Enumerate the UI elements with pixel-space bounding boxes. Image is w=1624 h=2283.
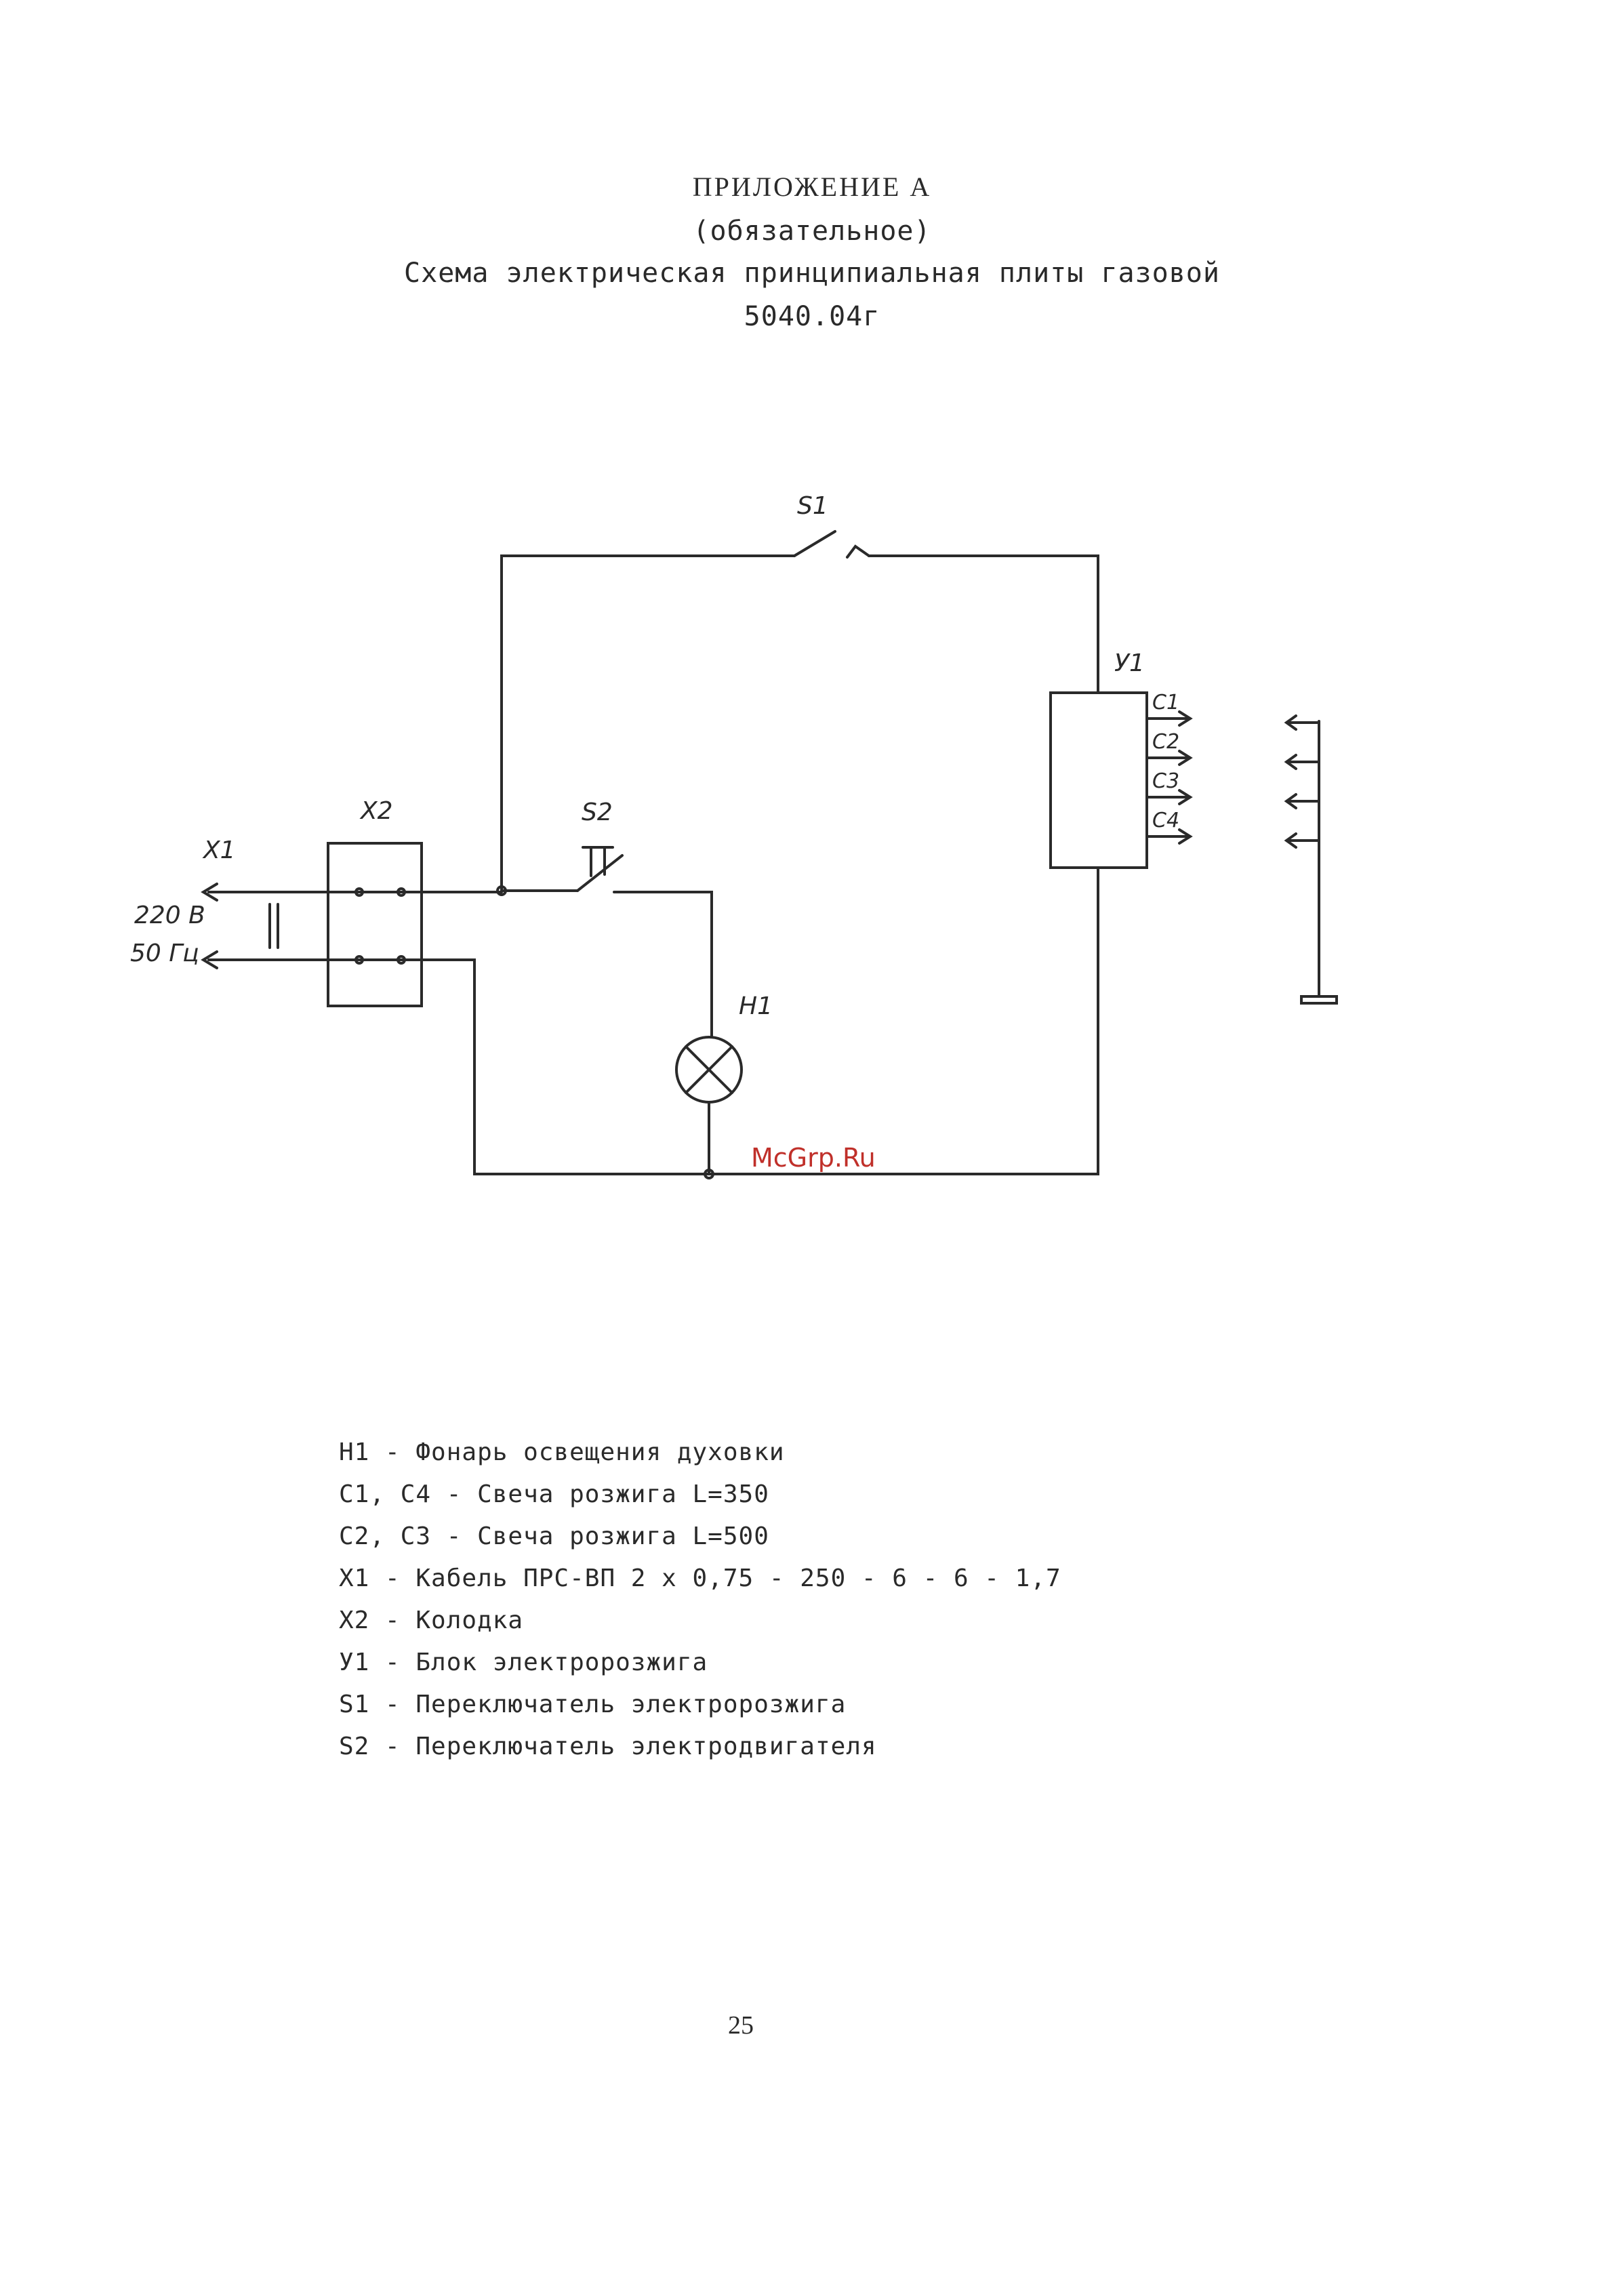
- legend-item: C1, C4 - Свеча розжига L=350: [339, 1480, 769, 1508]
- page-number: 25: [728, 2011, 754, 2040]
- spark-output-c4: [1145, 828, 1193, 845]
- model-number: 5040.04г: [744, 301, 880, 332]
- wire-y1-return: [432, 866, 1099, 1175]
- electrode-4: [1284, 832, 1320, 849]
- label-frequency: 50 Гц: [130, 940, 199, 967]
- switch-s2-button: [582, 846, 614, 877]
- label-x1: X1: [202, 836, 236, 864]
- label-c4: C4: [1152, 809, 1179, 832]
- label-y1: У1: [1114, 649, 1145, 677]
- legend-item: У1 - Блок электророзжига: [339, 1649, 708, 1676]
- electrode-1: [1284, 714, 1320, 731]
- label-c1: C1: [1152, 691, 1179, 714]
- spark-output-c1: [1145, 710, 1193, 727]
- schematic-description: Схема электрическая принципиальная плиты…: [404, 258, 1220, 289]
- label-h1: H1: [739, 992, 773, 1020]
- ignition-block-y1: [1049, 691, 1148, 869]
- label-s1: S1: [797, 492, 828, 520]
- appendix-subtitle: (обязательное): [693, 216, 931, 247]
- label-c3: C3: [1152, 769, 1179, 793]
- legend-item: S1 - Переключатель электророзжига: [339, 1691, 847, 1718]
- legend-item: X2 - Колодка: [339, 1607, 524, 1634]
- electrode-2: [1284, 754, 1320, 770]
- legend-item: H1 - Фонарь освещения духовки: [339, 1438, 785, 1466]
- junction-bottom: [704, 1169, 714, 1179]
- watermark: McGrp.Ru: [751, 1143, 876, 1173]
- spark-output-c2: [1145, 750, 1193, 766]
- label-voltage: 220 В: [134, 902, 205, 929]
- label-c2: C2: [1152, 730, 1179, 754]
- appendix-title: ПРИЛОЖЕНИЕ А: [692, 171, 932, 202]
- legend-item: S2 - Переключатель электродвигателя: [339, 1733, 877, 1760]
- legend-item: C2, C3 - Свеча розжига L=500: [339, 1522, 769, 1550]
- electrode-3: [1284, 793, 1320, 809]
- label-x2: X2: [359, 797, 393, 825]
- switch-s2-contact: [576, 854, 624, 892]
- wire-s2-to-lamp: [613, 891, 713, 1038]
- cable-x1-arrow-top: [201, 883, 218, 902]
- wire-s1-left: [500, 554, 796, 892]
- component-legend: H1 - Фонарь освещения духовки C1, C4 - С…: [339, 1432, 1423, 1768]
- switch-s1-hook: [846, 544, 870, 559]
- spark-output-c3: [1145, 789, 1193, 805]
- cable-x1-arrow-bottom: [201, 950, 218, 969]
- switch-s1-contact: [793, 530, 836, 557]
- connector-x2: [327, 842, 423, 1007]
- wire-s1-right: [868, 554, 1099, 659]
- ground-terminal: [1300, 995, 1338, 1005]
- legend-item: X1 - Кабель ПРС-ВП 2 х 0,75 - 250 - 6 - …: [339, 1564, 1061, 1592]
- label-s2: S2: [582, 799, 613, 826]
